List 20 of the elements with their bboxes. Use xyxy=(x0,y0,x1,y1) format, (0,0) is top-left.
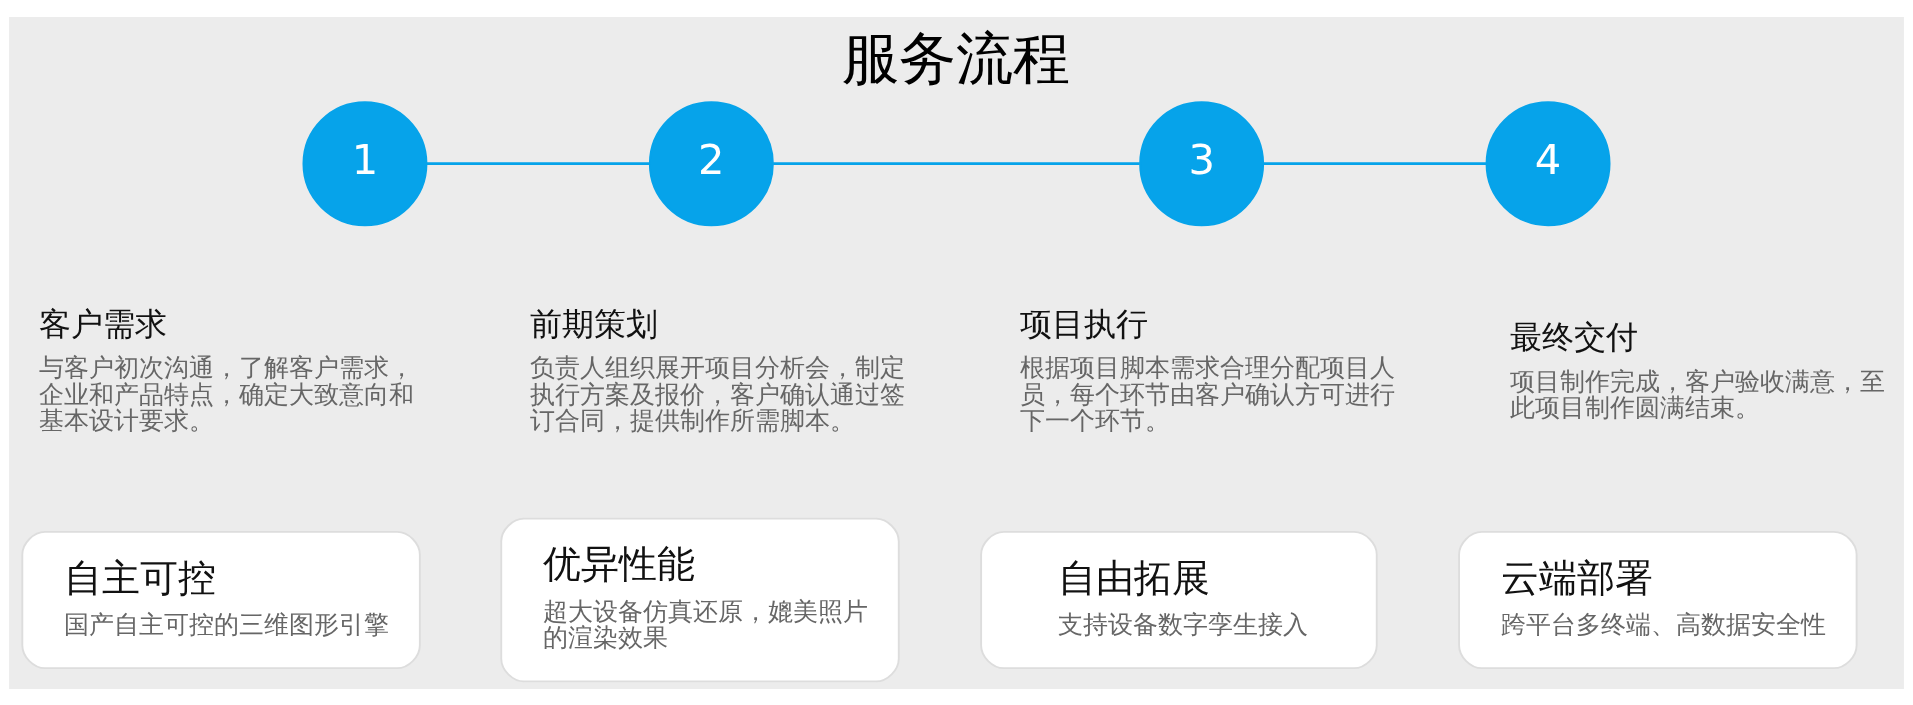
node-label: 负责人组织展开项目分析会，制定执行方案及报价，客户确认通过签订合同，提供制作所需脚本。 xyxy=(529,352,905,435)
node-label: 项目制作完成，客户验收满意，至此项目制作圆满结束。 xyxy=(1510,366,1886,422)
node-label: 与客户初次沟通，了解客户需求，企业和产品特点，确定大致意向和基本设计要求。 xyxy=(39,352,415,435)
node-box: 自主可控 国产自主可控的三维图形引擎 xyxy=(21,530,421,669)
node-circle: 4 xyxy=(1485,100,1611,226)
connector xyxy=(426,161,650,165)
node-circle: 3 xyxy=(1139,100,1265,226)
node-box: 自由拓展 支持设备数字孪生接入 xyxy=(980,530,1378,669)
connector xyxy=(773,161,1140,165)
node-label: 根据项目脚本需求合理分配项目人员，每个环节由客户确认方可进行下一个环节。 xyxy=(1019,352,1395,435)
node-label: 客户需求 xyxy=(39,304,168,343)
connector xyxy=(1263,161,1487,165)
node-label: 最终交付 xyxy=(1510,317,1639,356)
node-circle: 2 xyxy=(648,100,774,226)
diagram-title: 服务流程 xyxy=(842,24,1071,91)
node-label: 前期策划 xyxy=(529,304,658,343)
node-label: 项目执行 xyxy=(1019,304,1148,343)
node-box: 优异性能 超大设备仿真还原，媲美照片的渲染效果 xyxy=(500,517,900,682)
node-box: 云端部署 跨平台多终端、高数据安全性 xyxy=(1458,530,1858,669)
node-circle: 1 xyxy=(302,100,428,226)
